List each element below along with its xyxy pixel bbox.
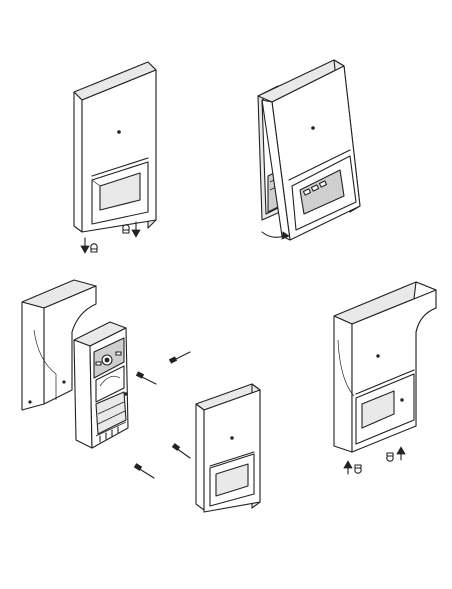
step1-screw-right-icon: [122, 224, 130, 234]
step2-rotate-arrow-icon: [261, 231, 290, 240]
step3-screw-1-icon: [168, 351, 191, 364]
step3-speaker-curve: [99, 375, 121, 387]
step1-window-edge: [91, 179, 101, 187]
step3-hood-curve: [33, 329, 57, 400]
step3-keypad: [95, 391, 127, 435]
step4-camera-dot: [376, 354, 380, 358]
step2-window: [299, 169, 345, 215]
step3-module: [73, 321, 129, 449]
step3-led-2: [115, 351, 122, 356]
step3-exploded: [21, 279, 261, 513]
step4-screw-right-icon: [386, 452, 394, 462]
step4-window: [361, 390, 395, 429]
step3-module-left: [73, 339, 93, 449]
step2-key-3: [318, 180, 328, 188]
step3-speaker: [95, 365, 125, 403]
step3-screw-2-icon: [135, 371, 157, 385]
step3-led-1: [95, 361, 102, 366]
step1-camera-dot: [117, 130, 121, 134]
step1-screw-left-icon: [90, 243, 98, 253]
step1-arrow-left-icon: [80, 237, 90, 254]
step2-key-2: [310, 184, 320, 192]
step1-left-edge: [73, 91, 83, 233]
step3-hood-hole-2: [62, 380, 66, 384]
step4-hood-curve: [337, 339, 355, 397]
step4-divider: [355, 369, 415, 395]
step1-window: [99, 172, 141, 211]
step2-key-1: [302, 188, 312, 196]
step2-panel: [257, 59, 361, 241]
step2-left-edge: [261, 99, 291, 241]
step3-cover-camera-dot: [230, 436, 234, 440]
step3-terminals: [95, 421, 127, 437]
step1-panel: [73, 61, 157, 254]
step3-cover-divider: [209, 451, 255, 467]
step1-divider: [91, 157, 149, 177]
step4-assembled: [333, 281, 437, 475]
step4-left-edge: [333, 315, 353, 453]
step3-hood-hole: [28, 400, 32, 404]
step3-rain-hood: [21, 279, 97, 411]
step3-front-cover: [195, 383, 261, 513]
step1-arrow-right-icon: [131, 221, 141, 238]
step3-screw-4-icon: [133, 463, 155, 479]
step3-cover-left: [195, 403, 205, 511]
step3-keypad-line: [97, 401, 125, 415]
step4-screw-left-icon: [354, 464, 362, 474]
step4-arrow-right-icon: [396, 446, 406, 461]
step3-screw-3-icon: [171, 443, 191, 459]
step3-cover-window: [215, 463, 249, 497]
step2-divider: [288, 149, 351, 181]
step3-terminal-pins: [99, 426, 119, 443]
step3-keypad-line-2: [97, 410, 126, 425]
step4-arrow-left-icon: [343, 460, 353, 475]
step3-hood-back: [21, 301, 45, 411]
step3-hood-side: [43, 285, 97, 405]
step3-screw-hole: [124, 392, 128, 396]
step4-button-dot: [400, 398, 404, 402]
step2-camera-dot: [311, 126, 315, 130]
step3-camera-core: [104, 357, 110, 363]
